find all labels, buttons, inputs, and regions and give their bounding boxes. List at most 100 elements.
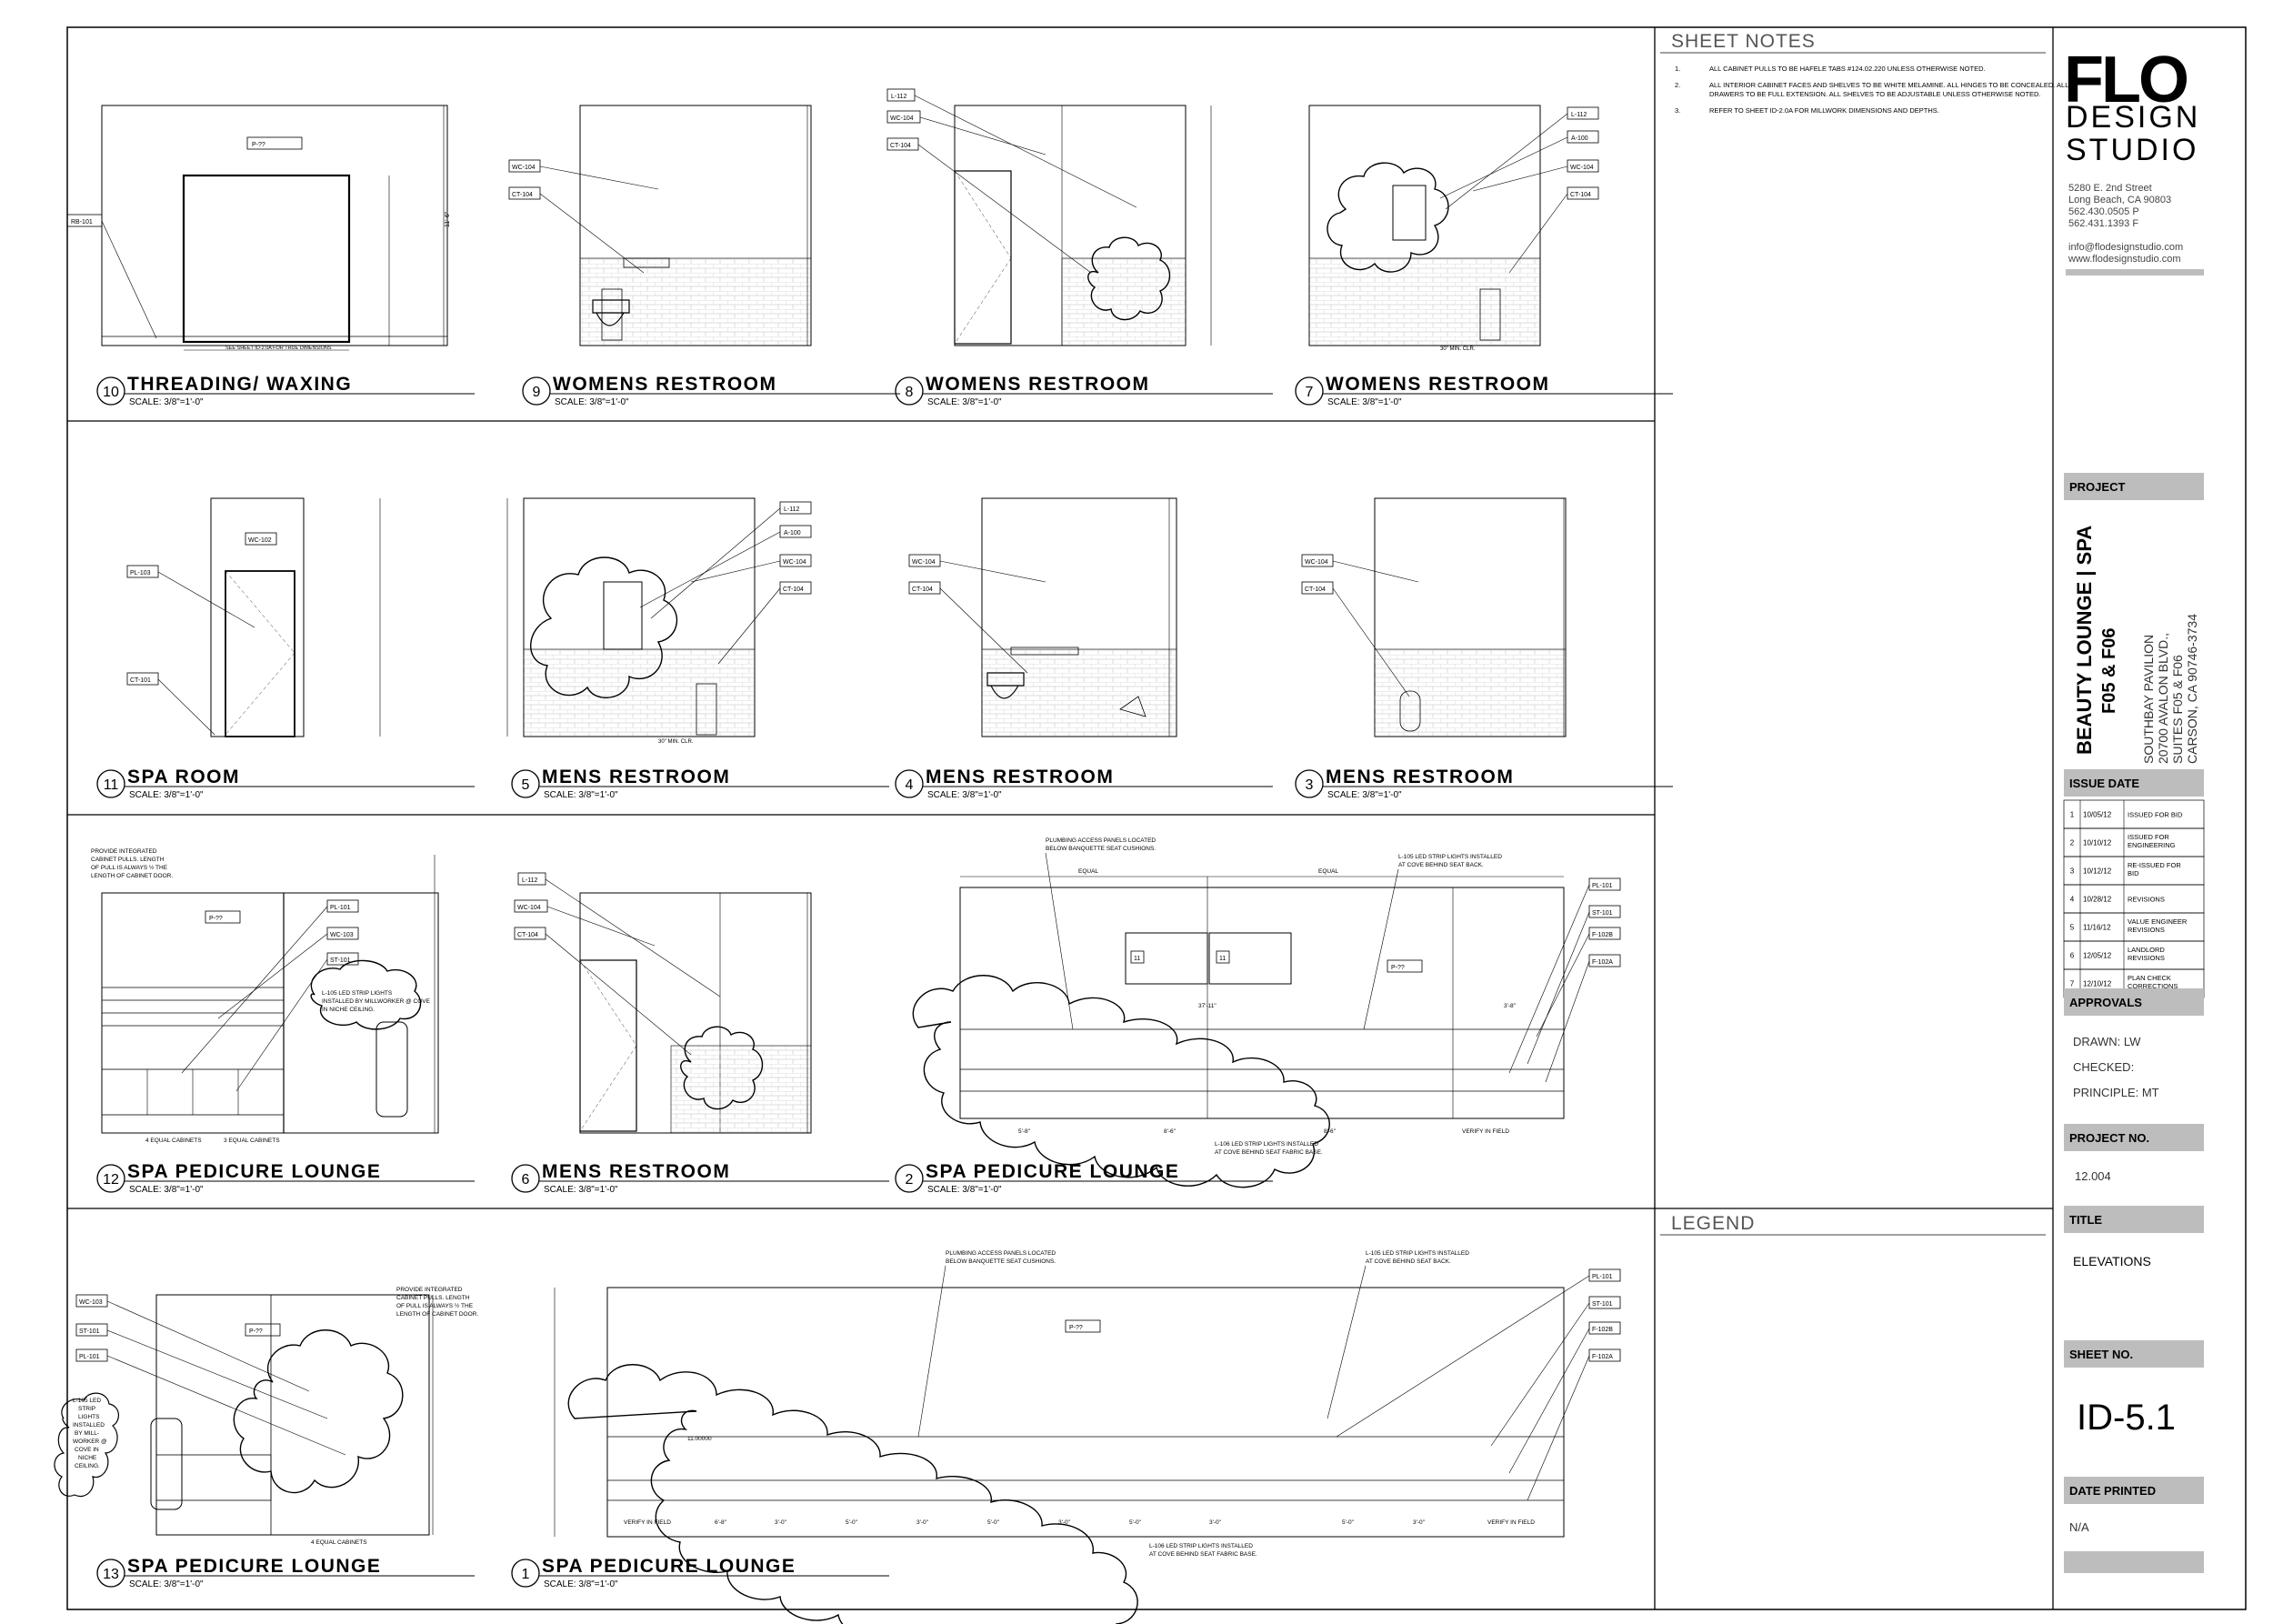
note-line: 4 EQUAL CABINETS bbox=[145, 1138, 202, 1144]
drawing-number: 10 bbox=[103, 385, 119, 400]
drawing-number-bubble bbox=[895, 1164, 924, 1193]
issue-number: 3 bbox=[2070, 867, 2075, 876]
issue-description: BID bbox=[2128, 869, 2139, 877]
tag-f102a: F-102A bbox=[1592, 959, 1613, 966]
drawing-title: 1 SPA PEDICURE LOUNGE SCALE: 3/8"=1'-0" bbox=[511, 1556, 889, 1589]
drawing-scale: SCALE: 3/8"=1'-0" bbox=[544, 1579, 618, 1589]
note-line: CABINET PULLS. LENGTH bbox=[396, 1295, 470, 1301]
tag-p77: P-?? bbox=[209, 916, 223, 922]
issue-description: ENGINEERING bbox=[2128, 841, 2176, 849]
note-line: 3 EQUAL CABINETS bbox=[224, 1138, 280, 1144]
note-line: VERIFY IN FIELD bbox=[1462, 1128, 1509, 1135]
drawing-number: 1 bbox=[522, 1567, 530, 1582]
drawing-scale: SCALE: 3/8"=1'-0" bbox=[1327, 397, 1402, 407]
dimension-label: 3'-8" bbox=[1504, 1003, 1517, 1009]
tag-p77: P-?? bbox=[1391, 965, 1405, 971]
note-line: BELOW BANQUETTE SEAT CUSHIONS. bbox=[946, 1258, 1056, 1265]
project-no-value: 12.004 bbox=[2075, 1169, 2111, 1183]
tag-st101: ST-101 bbox=[330, 957, 351, 964]
elevation-spa-pedicure-lounge-12: P-?? PL-101 WC-103 ST-101 L-105 LED STRI… bbox=[91, 848, 439, 1144]
dimension-label: 5'-0" bbox=[987, 1519, 1000, 1526]
note-line: PROVIDE INTEGRATED bbox=[91, 848, 157, 855]
drawing-scale: SCALE: 3/8"=1'-0" bbox=[927, 790, 1002, 800]
issue-date: 10/05/12 bbox=[2083, 811, 2112, 819]
drawing-title-text: THREADING/ WAXING bbox=[127, 374, 352, 395]
elevation-mens-restroom-3: WC-104 CT-104 bbox=[1301, 497, 1567, 737]
tag-l112: L-112 bbox=[784, 506, 799, 513]
tag-pl101: PL-101 bbox=[1592, 1274, 1613, 1280]
tag-st101: ST-101 bbox=[1592, 1301, 1613, 1308]
tag-11: 11 bbox=[1219, 956, 1226, 962]
drawing-number: 8 bbox=[906, 385, 914, 400]
project-suites: F05 & F06 bbox=[2099, 628, 2119, 714]
tag-p77: P-?? bbox=[252, 142, 265, 148]
elevation-spa-pedicure-lounge-2: 11 11 P-?? PL-101 ST-101 F-102B F-102A P… bbox=[912, 837, 1621, 1188]
issue-number: 6 bbox=[2070, 952, 2075, 960]
note-number: 1. bbox=[1675, 65, 1680, 73]
drawing-title-text: SPA PEDICURE LOUNGE bbox=[542, 1556, 796, 1577]
legend: LEGEND bbox=[1660, 1213, 2046, 1236]
tag-ct104: CT-104 bbox=[912, 586, 933, 593]
legend-heading: LEGEND bbox=[1671, 1213, 1755, 1234]
tag-p77: P-?? bbox=[249, 1328, 263, 1335]
note-line: NICHE bbox=[78, 1455, 97, 1461]
note-line: OF PULL IS ALWAYS ½ THE bbox=[91, 864, 168, 871]
note-text: DRAWERS TO BE FULL EXTENSION. ALL SHELVE… bbox=[1709, 90, 2041, 98]
tag-ct104: CT-104 bbox=[890, 143, 911, 149]
tag-wc104: WC-104 bbox=[912, 559, 936, 566]
drawing-title-text: SPA PEDICURE LOUNGE bbox=[127, 1556, 381, 1577]
date-printed-label: DATE PRINTED bbox=[2069, 1484, 2156, 1498]
checked-by: CHECKED: bbox=[2073, 1060, 2134, 1074]
drawing-number: 4 bbox=[906, 777, 914, 793]
drawing-scale: SCALE: 3/8"=1'-0" bbox=[544, 1185, 618, 1195]
project-address: SOUTHBAY PAVILION bbox=[2141, 635, 2156, 764]
issue-date: 12/10/12 bbox=[2083, 980, 2112, 988]
issue-description: ISSUED FOR bbox=[2128, 833, 2169, 841]
date-printed-label-bar bbox=[2064, 1477, 2204, 1504]
issue-date-label: ISSUE DATE bbox=[2069, 777, 2139, 790]
sheet-border bbox=[66, 26, 2247, 1610]
dimension-label: 5'-0" bbox=[1129, 1519, 1142, 1526]
note-line: OF PULL IS ALWAYS ½ THE bbox=[396, 1302, 474, 1309]
firm-fax: 562.431.1393 F bbox=[2068, 218, 2138, 229]
issue-date: 12/05/12 bbox=[2083, 952, 2112, 960]
tag-wc104: WC-104 bbox=[783, 559, 806, 566]
tag-pl103: PL-103 bbox=[130, 570, 151, 576]
issue-description: REVISIONS bbox=[2128, 926, 2165, 934]
note-line: VERIFY IN FIELD bbox=[624, 1519, 671, 1526]
issue-description: VALUE ENGINEER bbox=[2128, 917, 2188, 926]
tag-pl101: PL-101 bbox=[1592, 883, 1613, 889]
principle: PRINCIPLE: MT bbox=[2073, 1086, 2159, 1099]
drawing-number-bubble bbox=[511, 1164, 540, 1193]
tag-a100: A-100 bbox=[784, 530, 801, 536]
note-line: AT COVE BEHIND SEAT FABRIC BASE. bbox=[1215, 1149, 1323, 1156]
note-line: EQUAL bbox=[1318, 868, 1338, 875]
note-line: CABINET PULLS. LENGTH bbox=[91, 857, 165, 863]
tag-ct104: CT-104 bbox=[517, 932, 538, 938]
dimension-label: 3'-0" bbox=[1413, 1519, 1426, 1526]
note-line: IN NICHE CEILING. bbox=[322, 1007, 375, 1013]
tag-f102a: F-102A bbox=[1592, 1354, 1613, 1360]
sheet-notes-heading: SHEET NOTES bbox=[1671, 31, 1816, 52]
drawing-title-text: WOMENS RESTROOM bbox=[1326, 374, 1550, 395]
note-line: CEILING. bbox=[75, 1463, 100, 1469]
issue-number: 2 bbox=[2070, 839, 2075, 847]
note-line: PROVIDE INTEGRATED bbox=[396, 1287, 463, 1293]
title-value: ELEVATIONS bbox=[2073, 1254, 2151, 1268]
note-line: LENGTH OF CABINET DOOR. bbox=[396, 1311, 478, 1318]
note-line: L-105 LED STRIP LIGHTS bbox=[322, 990, 393, 997]
firm-address: 5280 E. 2nd Street bbox=[2068, 183, 2152, 194]
elevation-womens-restroom-7: L-112 A-100 WC-104 CT-104 30" MIN. CLR. bbox=[1308, 105, 1599, 352]
tag-wc102: WC-102 bbox=[248, 537, 272, 544]
drawing-number: 13 bbox=[103, 1567, 119, 1582]
drawing-number: 12 bbox=[103, 1172, 119, 1188]
elevation-spa-pedicure-lounge-1: P-?? PL-101 ST-101 F-102B F-102A PLUMBIN… bbox=[554, 1250, 1621, 1624]
issue-number: 7 bbox=[2070, 980, 2075, 988]
note-line: AT COVE BEHIND SEAT FABRIC BASE. bbox=[1149, 1551, 1257, 1558]
note-line: L-106 LED STRIP LIGHTS INSTALLED bbox=[1149, 1543, 1253, 1549]
